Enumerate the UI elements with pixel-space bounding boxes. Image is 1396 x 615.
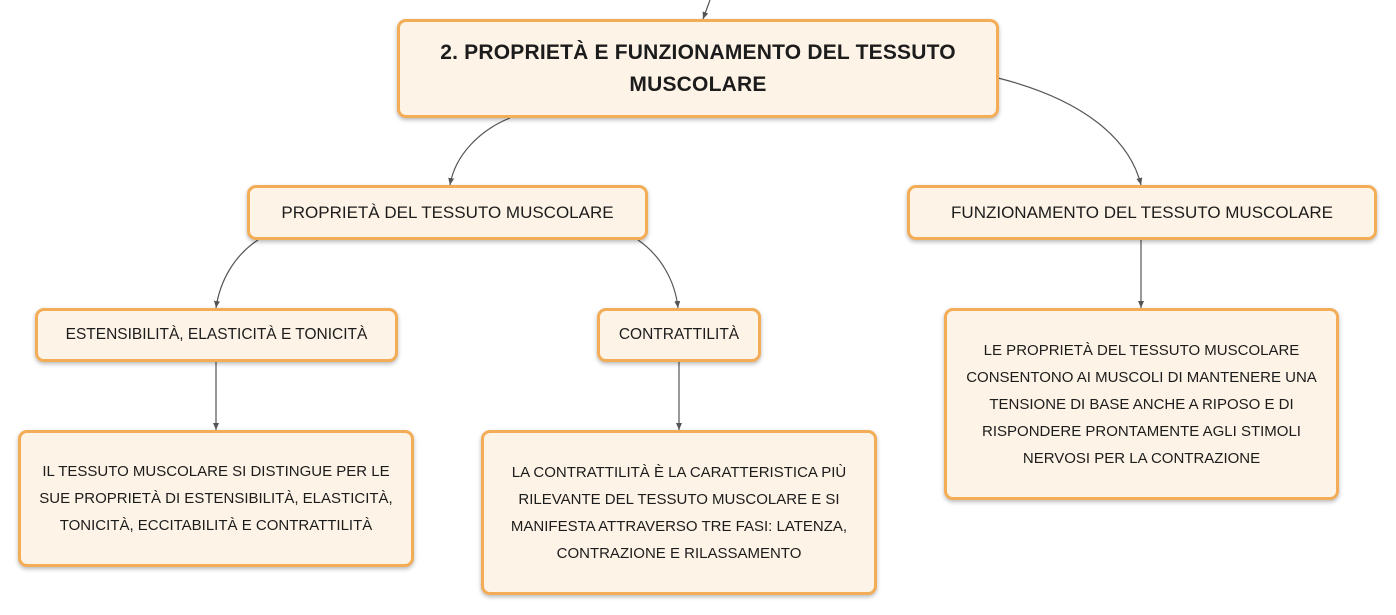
branch-node-funzionamento[interactable]: FUNZIONAMENTO DEL TESSUTO MUSCOLARE [907, 185, 1377, 240]
branch-node-proprieta[interactable]: PROPRIETÀ DEL TESSUTO MUSCOLARE [247, 185, 648, 240]
leaf-text-funzionamento-description: LE PROPRIETÀ DEL TESSUTO MUSCOLARE CONSE… [966, 341, 1317, 467]
sub-branch-label-contrattilita: CONTRATTILITÀ [618, 326, 740, 343]
leaf-node-funzionamento-description[interactable]: LE PROPRIETÀ DEL TESSUTO MUSCOLARE CONSE… [944, 308, 1339, 500]
root-topic-label: 2. PROPRIETÀ E FUNZIONAMENTO DEL TESSUTO… [440, 40, 956, 96]
sub-branch-label-estensibilita: ESTENSIBILITÀ, ELASTICITÀ E TONICITÀ [65, 326, 368, 343]
sub-branch-node-contrattilita[interactable]: CONTRATTILITÀ [597, 308, 761, 362]
leaf-text-contrattilita-description: LA CONTRATTILITÀ È LA CARATTERISTICA PIÙ… [510, 463, 848, 562]
connector-root-to-funzionamento [997, 77, 1143, 186]
root-topic-node[interactable]: 2. PROPRIETÀ E FUNZIONAMENTO DEL TESSUTO… [397, 19, 999, 118]
leaf-node-contrattilita-description[interactable]: LA CONTRATTILITÀ È LA CARATTERISTICA PIÙ… [481, 430, 877, 595]
connector-proprieta-to-contrattilita [637, 239, 681, 309]
leaf-node-proprieta-description[interactable]: IL TESSUTO MUSCOLARE SI DISTINGUE PER LE… [18, 430, 414, 567]
branch-label-proprieta: PROPRIETÀ DEL TESSUTO MUSCOLARE [281, 202, 614, 222]
connector-root-to-proprieta [448, 117, 511, 186]
connector-proprieta-to-estensibilita [214, 239, 259, 309]
branch-label-funzionamento: FUNZIONAMENTO DEL TESSUTO MUSCOLARE [951, 202, 1333, 222]
leaf-text-proprieta-description: IL TESSUTO MUSCOLARE SI DISTINGUE PER LE… [39, 463, 393, 534]
connector-incoming-root [702, 0, 711, 20]
sub-branch-node-estensibilita[interactable]: ESTENSIBILITÀ, ELASTICITÀ E TONICITÀ [35, 308, 398, 362]
